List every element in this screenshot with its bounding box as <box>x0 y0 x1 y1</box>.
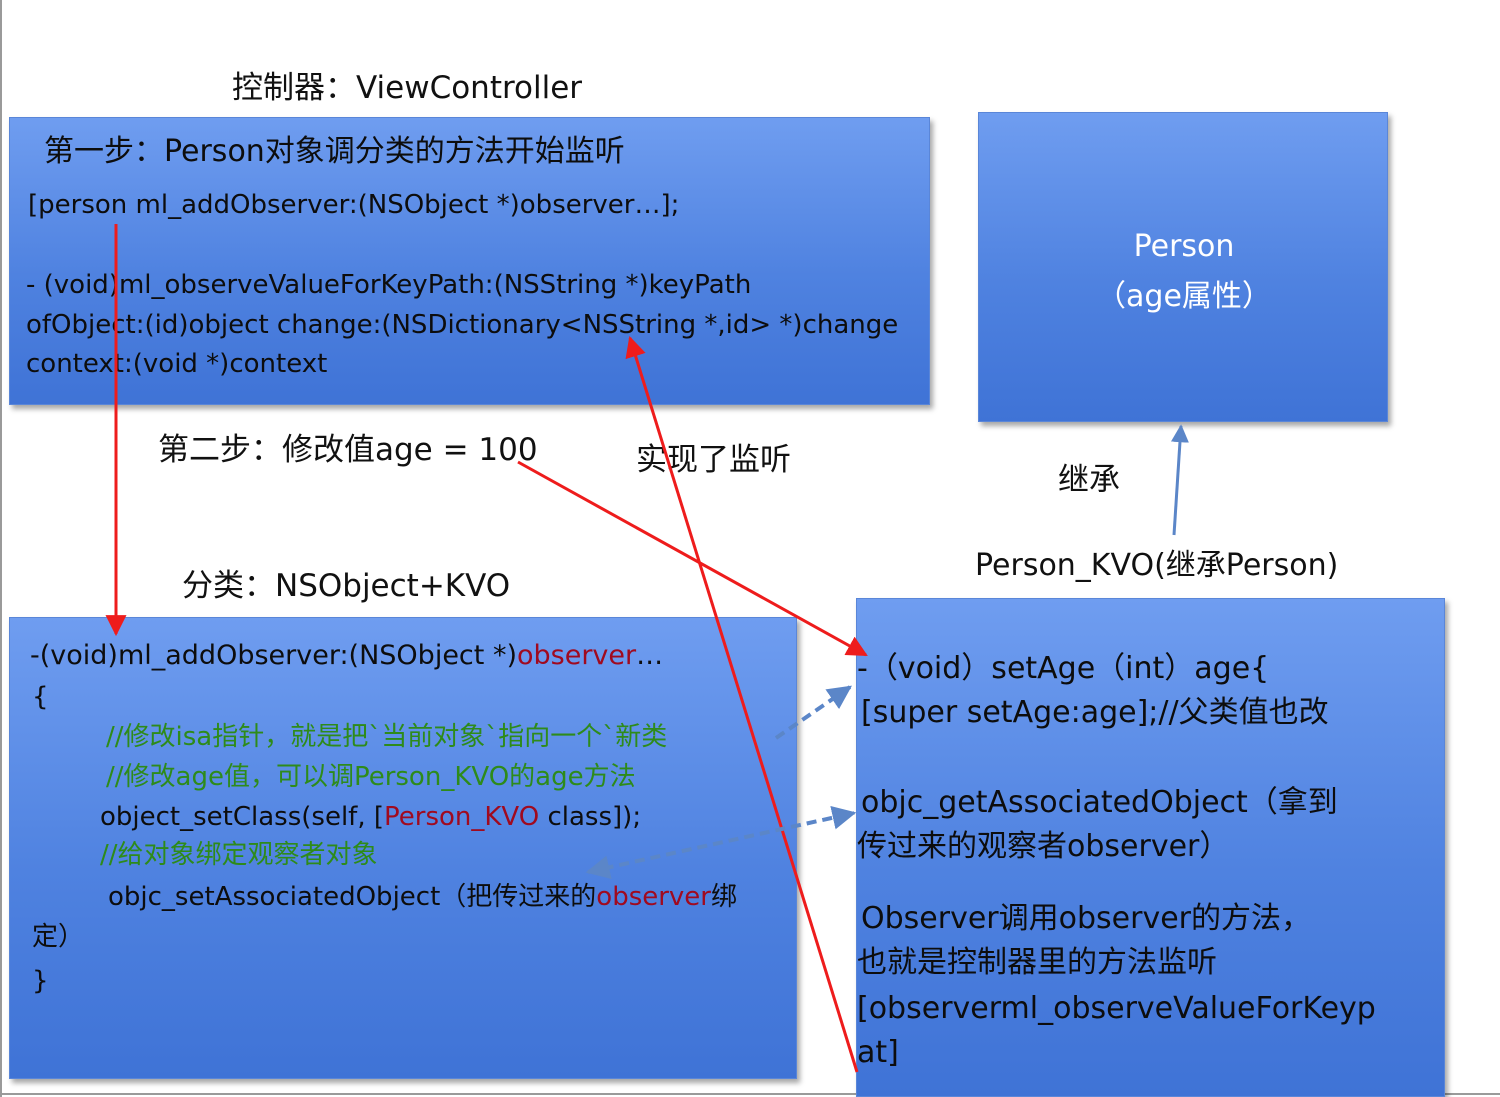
observe-method-line2: ofObject:(id)object change:(NSDictionary… <box>26 310 899 340</box>
set-age-signature: -（void）setAge（int）age{ <box>857 651 1270 686</box>
comment-bind: //给对象绑定观察者对象 <box>100 840 378 870</box>
category-label: 分类：NSObject+KVO <box>182 568 511 604</box>
step1-text: 第一步：Person对象调分类的方法开始监听 <box>44 134 625 169</box>
get-associated-line1: objc_getAssociatedObject（拿到 <box>861 785 1338 820</box>
controller-box: 第一步：Person对象调分类的方法开始监听 [person ml_addObs… <box>9 117 930 405</box>
observer-call-line1: Observer调用observer的方法， <box>861 901 1311 936</box>
comment-age: //修改age值，可以调Person_KVO的age方法 <box>106 762 636 792</box>
observer-call-line2: 也就是控制器里的方法监听 <box>857 945 1217 980</box>
observer-call-line3: [observerml_observeValueForKeyp <box>857 991 1376 1026</box>
set-associated-wrap: 定） <box>32 922 85 952</box>
open-brace: { <box>32 682 49 712</box>
observe-method-line3: context:(void *)context <box>26 349 328 379</box>
arrow-inherit <box>1170 424 1189 536</box>
get-associated-line2: 传过来的观察者observer） <box>857 829 1230 864</box>
person-name: Person <box>1133 229 1235 264</box>
category-box: -(void)ml_addObserver:(NSObject *)observ… <box>9 617 797 1079</box>
realized-label: 实现了监听 <box>636 442 791 478</box>
super-set-age: [super setAge:age];//父类值也改 <box>861 695 1329 730</box>
controller-label: 控制器：ViewController <box>232 70 583 106</box>
set-class-call: object_setClass(self, [Person_KVO class]… <box>100 802 642 832</box>
step2-label: 第二步：修改值age = 100 <box>158 432 538 468</box>
observer-call-line4: at] <box>857 1035 899 1070</box>
person-attr: （age属性） <box>1096 279 1272 314</box>
close-brace: } <box>32 966 49 996</box>
observe-method-line1: - (void)ml_observeValueForKeyPath:(NSStr… <box>26 270 752 300</box>
category-method-signature: -(void)ml_addObserver:(NSObject *)observ… <box>30 640 664 671</box>
frame-bottom-edge <box>0 1093 1500 1095</box>
person-kvo-label: Person_KVO(继承Person) <box>975 548 1339 583</box>
set-associated-call: objc_setAssociatedObject（把传过来的observer绑 <box>108 882 738 912</box>
frame-left-edge <box>0 0 2 1097</box>
comment-isa: //修改isa指针，就是把`当前对象`指向一个`新类 <box>106 722 668 752</box>
inherit-label: 继承 <box>1058 462 1120 498</box>
person-kvo-box: -（void）setAge（int）age{ [super setAge:age… <box>856 598 1445 1097</box>
person-box: Person （age属性） <box>978 112 1388 422</box>
add-observer-call: [person ml_addObserver:(NSObject *)obser… <box>28 190 680 220</box>
